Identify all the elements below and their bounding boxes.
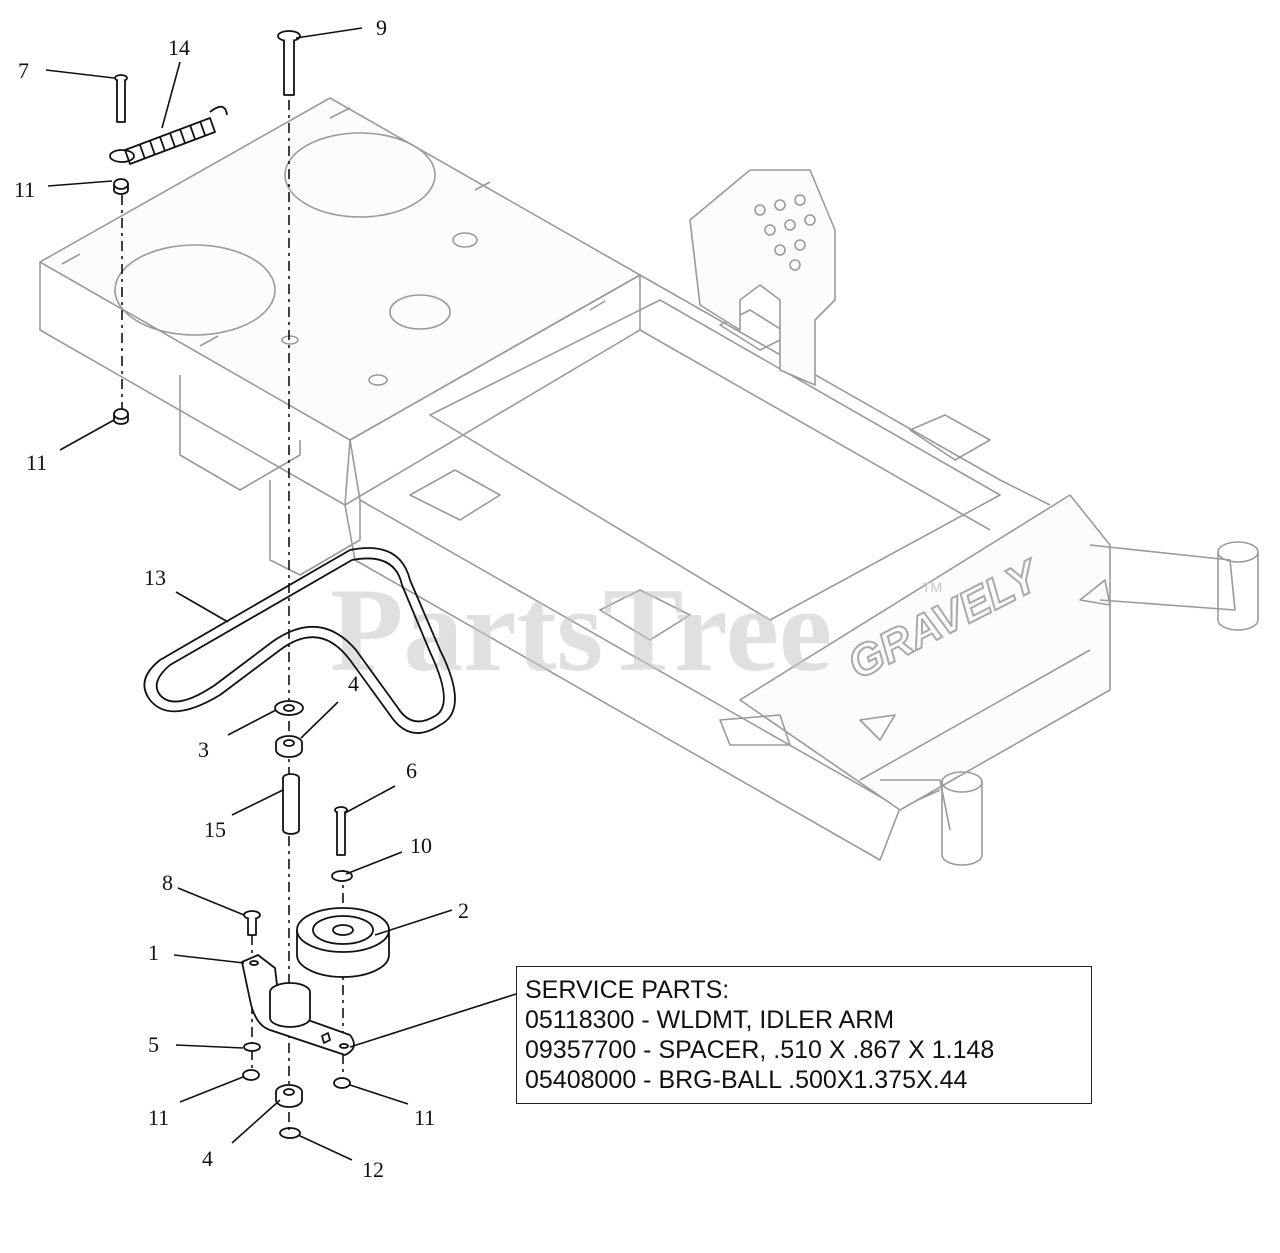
bolt-6-icon bbox=[334, 806, 348, 856]
snap-ring-12-icon bbox=[279, 1127, 301, 1139]
nut-11c-icon bbox=[242, 1069, 260, 1081]
idler-arm-1-icon bbox=[241, 954, 355, 1056]
service-parts-title: SERVICE PARTS: bbox=[525, 976, 730, 1004]
belt-13-icon bbox=[143, 547, 456, 734]
watermark-tm: TM bbox=[922, 579, 942, 595]
service-part-line: 05118300 - WLDMT, IDLER ARM bbox=[525, 1006, 895, 1034]
service-part-line: 09357700 - SPACER, .510 X .867 X 1.148 bbox=[525, 1036, 995, 1064]
mower-frame bbox=[39, 97, 1259, 866]
callout-8: 8 bbox=[162, 870, 173, 895]
service-parts-box: SERVICE PARTS: 05118300 - WLDMT, IDLER A… bbox=[516, 966, 1092, 1104]
bearing-4b-icon bbox=[275, 1084, 303, 1108]
callout-6: 6 bbox=[406, 758, 417, 783]
spacer-5-icon bbox=[243, 1042, 261, 1052]
callout-11a: 11 bbox=[14, 177, 35, 202]
callout-9: 9 bbox=[376, 15, 387, 40]
nut-11d-icon bbox=[333, 1077, 351, 1089]
callout-4b: 4 bbox=[202, 1146, 213, 1171]
pin-9-icon bbox=[277, 30, 301, 96]
callout-14: 14 bbox=[168, 35, 190, 60]
callout-2: 2 bbox=[458, 898, 469, 923]
callout-15: 15 bbox=[204, 817, 226, 842]
callout-13: 13 bbox=[144, 565, 166, 590]
nut-11b-icon bbox=[113, 408, 129, 425]
bolt-8-icon bbox=[243, 910, 261, 936]
pin-7-icon bbox=[114, 74, 128, 123]
callout-11c: 11 bbox=[148, 1105, 169, 1130]
washer-3-icon bbox=[274, 700, 304, 716]
callout-4a: 4 bbox=[348, 671, 359, 696]
leader-lines bbox=[45, 27, 517, 1161]
callout-12: 12 bbox=[362, 1157, 384, 1182]
bearing-4a-icon bbox=[275, 735, 303, 758]
service-part-line: 05408000 - BRG-BALL .500X1.375X.44 bbox=[525, 1066, 968, 1094]
spring-14-icon bbox=[109, 105, 228, 165]
pulley-2-icon bbox=[296, 907, 390, 978]
callout-11d: 11 bbox=[414, 1105, 435, 1130]
callout-1: 1 bbox=[148, 940, 159, 965]
spacer-15-icon bbox=[282, 773, 300, 835]
callout-10: 10 bbox=[410, 833, 432, 858]
callout-7: 7 bbox=[18, 58, 29, 83]
callout-labels: 7 14 9 11 11 13 4 3 6 15 10 8 2 1 5 11 1… bbox=[14, 15, 469, 1182]
callout-11b: 11 bbox=[26, 450, 47, 475]
callout-3: 3 bbox=[198, 737, 209, 762]
callout-5: 5 bbox=[148, 1032, 159, 1057]
nut-11a-icon bbox=[113, 178, 129, 195]
watermark-text: PartsTree bbox=[330, 563, 832, 696]
